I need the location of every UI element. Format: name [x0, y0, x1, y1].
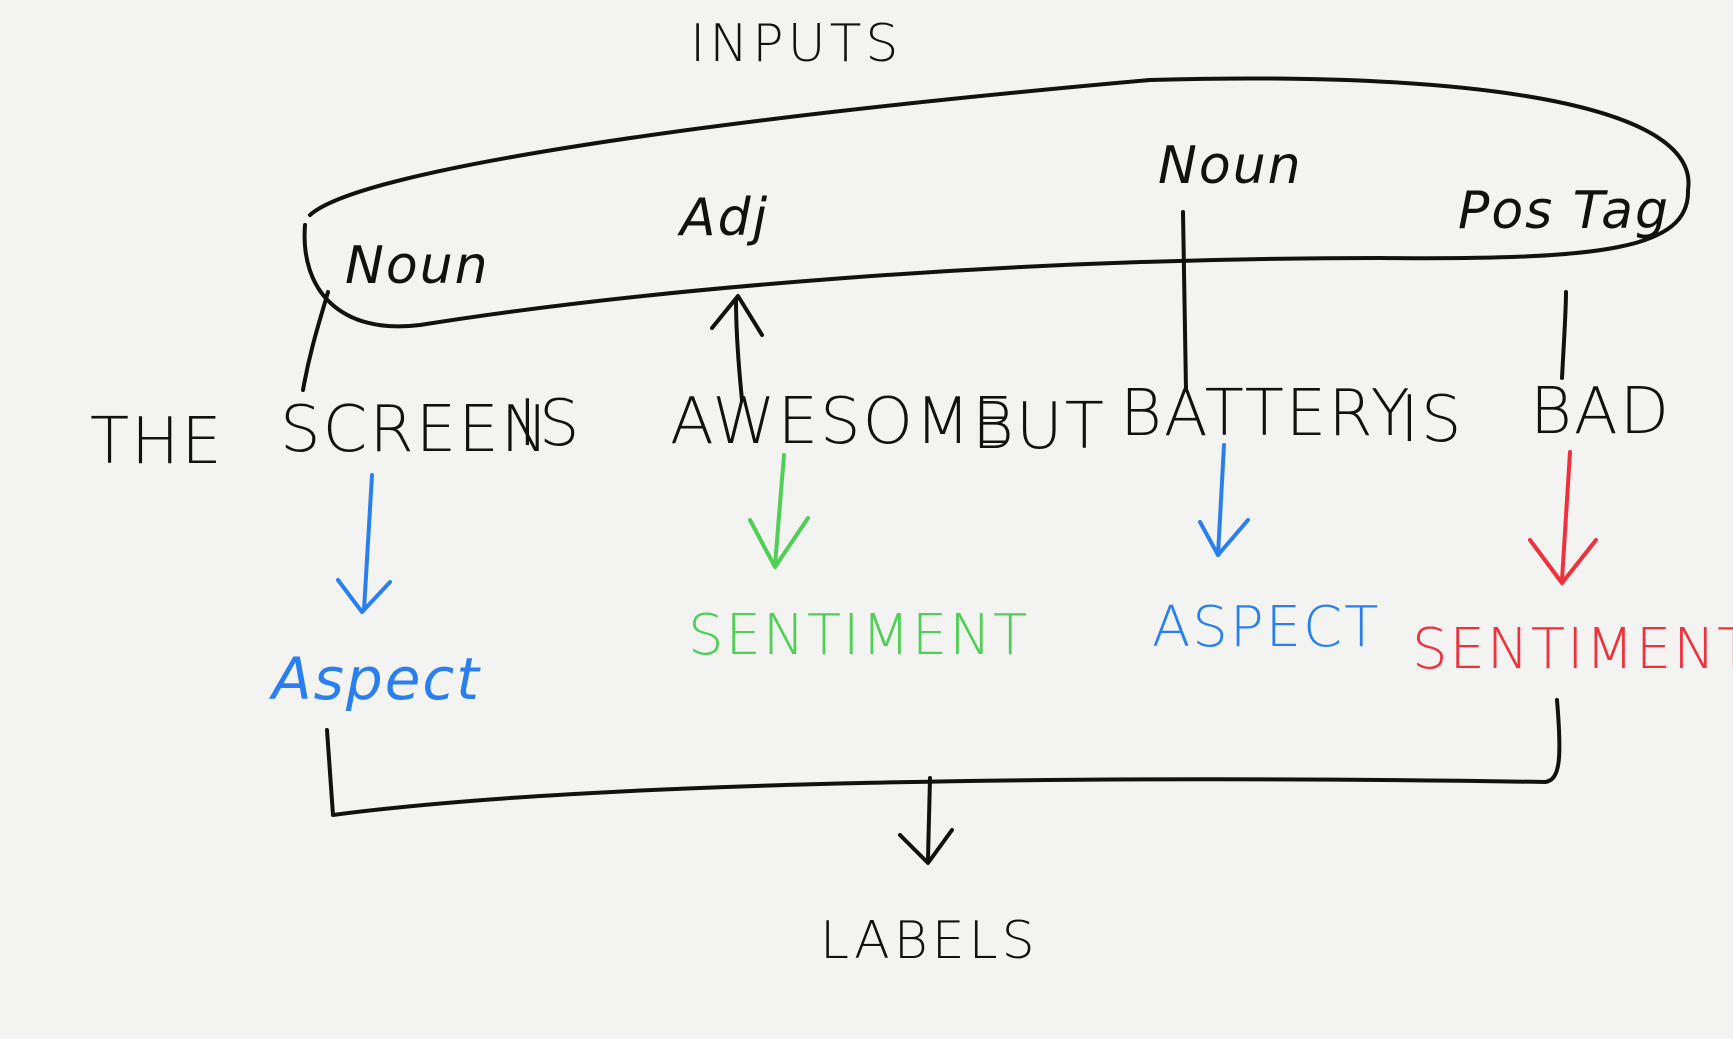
label-sentiment-bad: SENTIMENT — [1412, 617, 1733, 682]
word-screen: SCREEN — [280, 393, 551, 467]
sentiment-2-arrow — [1560, 450, 1572, 582]
aspect-1-arrow — [362, 473, 374, 612]
labels-down-line — [926, 776, 932, 860]
labels-heading: LABELS — [820, 911, 1039, 971]
awesome-up-arrow — [734, 298, 744, 402]
label-aspect-screen: Aspect — [272, 645, 482, 713]
word-awesome: AWESOME — [670, 385, 1015, 459]
aspect-1-arrowhead — [336, 578, 392, 614]
word-but: BUT — [972, 390, 1106, 464]
bad-connector — [1560, 290, 1568, 380]
screen-connector — [301, 290, 330, 392]
awesome-up-arrowhead — [710, 294, 764, 337]
inputs-heading: INPUTS — [690, 14, 903, 74]
labels-bracket — [325, 698, 1562, 817]
pos-tag-legend: Pos Tag — [1458, 181, 1670, 241]
label-sentiment-awesome: SENTIMENT — [688, 603, 1030, 668]
aspect-2-arrowhead — [1198, 518, 1250, 557]
pos-tag-adj: Adj — [680, 188, 770, 248]
sentiment-1-arrowhead — [748, 516, 810, 569]
word-is-2: IS — [1400, 383, 1464, 457]
inputs-enclosure — [302, 76, 1691, 329]
word-bad: BAD — [1530, 375, 1671, 449]
pos-tag-noun-screen: Noun — [345, 236, 490, 296]
aspect-2-arrow — [1216, 443, 1226, 557]
label-aspect-battery: ASPECT — [1152, 595, 1381, 660]
word-the: THE — [90, 405, 224, 479]
battery-connector — [1181, 210, 1188, 392]
pos-tag-noun-battery: Noun — [1158, 136, 1303, 196]
word-battery: BATTERY — [1120, 377, 1412, 451]
sentiment-2-arrowhead — [1528, 538, 1598, 585]
sentiment-1-arrow — [773, 453, 786, 567]
word-is-1: IS — [518, 387, 582, 461]
labels-down-arrowhead — [898, 828, 954, 865]
